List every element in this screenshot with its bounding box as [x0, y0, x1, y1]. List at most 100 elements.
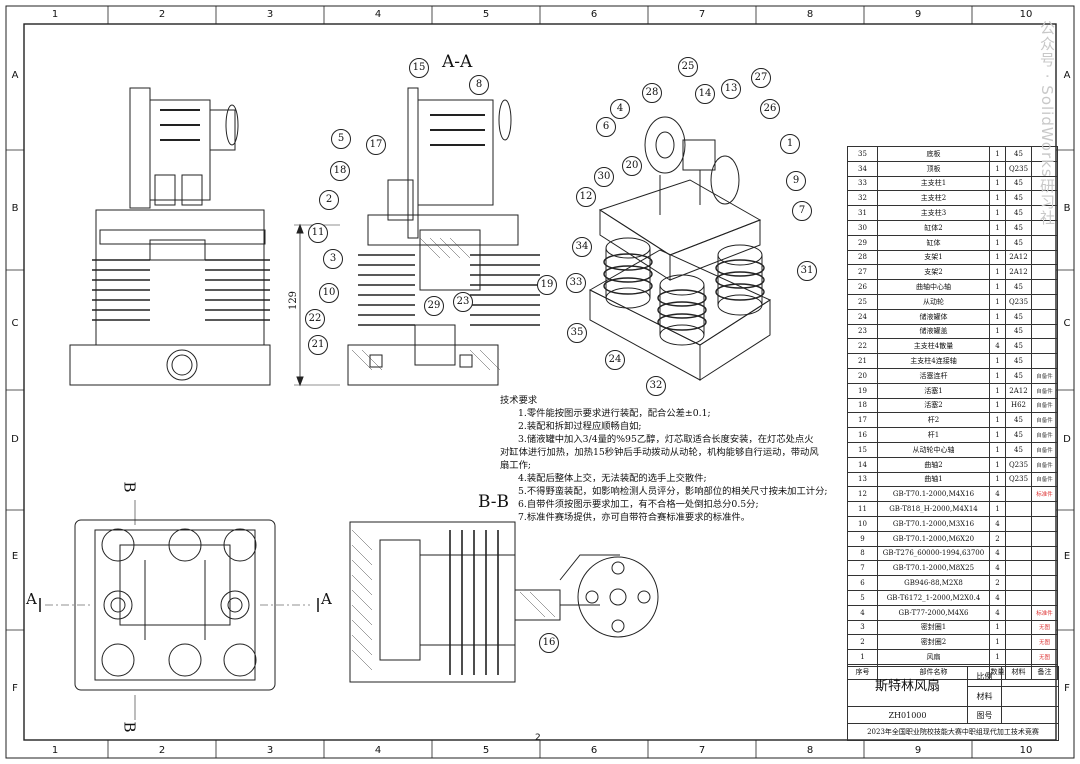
bom-part-name: 主支柱3	[877, 205, 990, 221]
bom-part-name: GB-T77-2000,M4X6	[877, 604, 990, 621]
bom-item-number: 21	[847, 353, 878, 369]
balloon-10: 10	[319, 283, 339, 303]
bom-material: 45	[1005, 367, 1032, 384]
bom-item-number: 32	[847, 190, 878, 207]
cut-arrow-a-right: A	[321, 590, 332, 608]
bom-note: 自备件	[1031, 397, 1058, 414]
bom-item-number: 34	[847, 160, 878, 177]
section-a-a-label: A-A	[442, 52, 473, 72]
scale-label: 比例	[968, 667, 1002, 687]
bom-part-name: 储液罐体	[877, 308, 990, 325]
bom-material	[1005, 649, 1032, 665]
zone-row-a-right: A	[1063, 70, 1071, 81]
bom-material	[1005, 634, 1032, 651]
zone-col-1-bottom: 1	[51, 745, 59, 756]
zone-col-3-bottom: 3	[266, 745, 274, 756]
requirement-line-1: 1.零件能按图示要求进行装配，配合公差±0.1;	[518, 408, 711, 419]
bom-part-name: 风扇	[877, 649, 990, 665]
bom-part-name: GB-T818_H-2000,M4X14	[877, 501, 990, 517]
bom-item-number: 30	[847, 219, 878, 236]
bom-part-name: GB-T70.1-2000,M4X16	[877, 486, 990, 503]
bom-item-number: 8	[847, 545, 878, 562]
bom-quantity: 1	[989, 308, 1006, 325]
product-name: 斯特林风扇	[848, 667, 968, 707]
bom-item-number: 18	[847, 397, 878, 414]
bom-item-number: 14	[847, 456, 878, 473]
zone-row-a: A	[11, 70, 19, 81]
drawing-no-value	[1002, 707, 1058, 724]
bom-item-number: 27	[847, 264, 878, 281]
bom-header-row: 序号部件名称数量材料备注	[847, 663, 1058, 680]
bom-item-number: 22	[847, 338, 878, 355]
bom-quantity: 1	[989, 234, 1006, 251]
bom-part-name: 杆2	[877, 412, 990, 429]
bom-part-name: GB946-88,M2X8	[877, 575, 990, 591]
bom-note	[1031, 545, 1058, 562]
bom-item-number: 28	[847, 249, 878, 266]
bom-part-name: 密封圈1	[877, 619, 990, 636]
bom-header-note: 备注	[1031, 663, 1058, 680]
bom-item-number: 10	[847, 515, 878, 532]
bom-material	[1005, 575, 1032, 591]
zone-row-f-right: F	[1064, 683, 1070, 694]
bom-note: 自备件	[1031, 441, 1058, 458]
bom-part-name: 缸体	[877, 234, 990, 251]
balloon-3: 3	[323, 249, 343, 269]
balloon-5: 5	[331, 129, 351, 149]
bom-note: 自备件	[1031, 367, 1058, 384]
balloon-15: 15	[409, 58, 429, 78]
bom-item-number: 16	[847, 427, 878, 443]
balloon-8: 8	[469, 75, 489, 95]
bom-part-name: 主支柱2	[877, 190, 990, 207]
bom-item-number: 2	[847, 634, 878, 651]
bom-quantity: 4	[989, 604, 1006, 621]
balloon-29: 29	[424, 296, 444, 316]
requirement-line-3-cont2: 扇工作;	[500, 460, 532, 471]
bom-note: 自备件	[1031, 412, 1058, 429]
bom-quantity: 1	[989, 412, 1006, 429]
zone-col-6: 6	[590, 9, 598, 20]
bom-part-name: GB-T276_60000-1994,63700	[877, 545, 990, 562]
bom-note: 无图	[1031, 619, 1058, 636]
bom-quantity: 1	[989, 619, 1006, 636]
bom-material	[1005, 560, 1032, 577]
bom-item-number: 4	[847, 604, 878, 621]
section-a-a-view	[294, 87, 540, 387]
bom-part-name: 顶板	[877, 160, 990, 177]
balloon-12: 12	[576, 187, 596, 207]
bom-quantity: 2	[989, 575, 1006, 591]
bom-quantity: 4	[989, 515, 1006, 532]
bom-quantity: 1	[989, 397, 1006, 414]
zone-row-e: E	[11, 551, 19, 562]
bom-quantity: 1	[989, 146, 1006, 162]
bom-part-name: GB-T70.1-2000,M6X20	[877, 530, 990, 547]
zone-col-9-bottom: 9	[914, 745, 922, 756]
cut-arrow-b-bottom: B	[120, 721, 139, 733]
zone-col-7: 7	[698, 9, 706, 20]
bom-item-number: 15	[847, 441, 878, 458]
bom-material	[1005, 604, 1032, 621]
bom-quantity: 1	[989, 293, 1006, 310]
balloon-25: 25	[678, 57, 698, 77]
bom-quantity: 4	[989, 486, 1006, 503]
material-label: 材料	[968, 687, 1002, 707]
balloon-32: 32	[646, 376, 666, 396]
balloon-7: 7	[792, 201, 812, 221]
balloon-35: 35	[567, 323, 587, 343]
bom-quantity: 1	[989, 441, 1006, 458]
bom-quantity: 4	[989, 545, 1006, 562]
